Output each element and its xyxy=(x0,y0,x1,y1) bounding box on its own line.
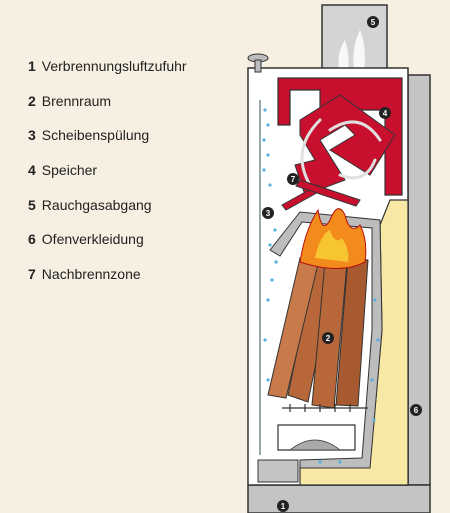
badge-4-text: 4 xyxy=(383,109,388,118)
firebox-wall xyxy=(269,211,383,469)
legend-label: Brennraum xyxy=(41,92,112,109)
legend-number: 2 xyxy=(28,92,36,109)
legend-number: 1 xyxy=(28,58,36,74)
ash-pile xyxy=(288,439,342,451)
badge-6-text: 6 xyxy=(414,406,419,415)
legend-item-7: 7 Nachbrennzone xyxy=(28,266,187,301)
legend-number: 3 xyxy=(28,127,36,144)
legend-item-6: 6 Ofenverkleidung xyxy=(28,231,187,266)
badge-7-text: 7 xyxy=(291,175,296,184)
legend-item-3: 3 Scheibenspülung xyxy=(28,127,187,162)
air-intake-base xyxy=(247,484,431,513)
afterburn-plate-upper xyxy=(295,179,361,207)
legend-label: Ofenverkleidung xyxy=(41,231,144,248)
stove-cladding xyxy=(407,74,431,486)
legend-label: Rauchgasabgang xyxy=(41,196,152,213)
badge-2: 2 xyxy=(322,332,334,344)
legend-item-1: 1 Verbrennungsluftzufuhr xyxy=(28,58,187,93)
flames xyxy=(299,208,367,269)
legend-number: 7 xyxy=(28,266,36,283)
air-flow xyxy=(262,108,380,464)
badge-1: 1 xyxy=(277,500,289,512)
badge-5-text: 5 xyxy=(371,18,376,27)
firewood xyxy=(267,249,369,409)
badge-5: 5 xyxy=(367,16,379,28)
gas-flow xyxy=(300,118,382,187)
ash-pan xyxy=(277,424,356,451)
badge-6: 6 xyxy=(410,404,422,416)
badge-3: 3 xyxy=(262,207,274,219)
legend-label: Scheibenspülung xyxy=(41,127,150,144)
badge-2-text: 2 xyxy=(326,334,331,343)
log xyxy=(335,257,369,407)
legend: 1 Verbrennungsluftzufuhr 2 Brennraum 3 Sche… xyxy=(28,58,187,301)
badge-1-text: 1 xyxy=(281,502,286,511)
legend-item-5: 5 Rauchgasabgang xyxy=(28,197,187,232)
legend-number: 6 xyxy=(28,231,36,248)
control-knob-stem xyxy=(254,59,262,73)
legend-label: Nachbrennzone xyxy=(41,266,141,283)
ash-door xyxy=(257,459,299,483)
badge-4: 4 xyxy=(379,107,391,119)
legend-item-2: 2 Brennraum xyxy=(28,93,187,128)
legend-label: Verbrennungsluftzufuhr xyxy=(41,58,187,74)
legend-number: 4 xyxy=(28,162,36,179)
legend-number: 5 xyxy=(28,196,36,213)
badge-7: 7 xyxy=(287,173,299,185)
badge-3-text: 3 xyxy=(266,209,271,218)
grate xyxy=(282,404,368,412)
legend-label: Speicher xyxy=(41,162,98,179)
legend-item-4: 4 Speicher xyxy=(28,162,187,197)
